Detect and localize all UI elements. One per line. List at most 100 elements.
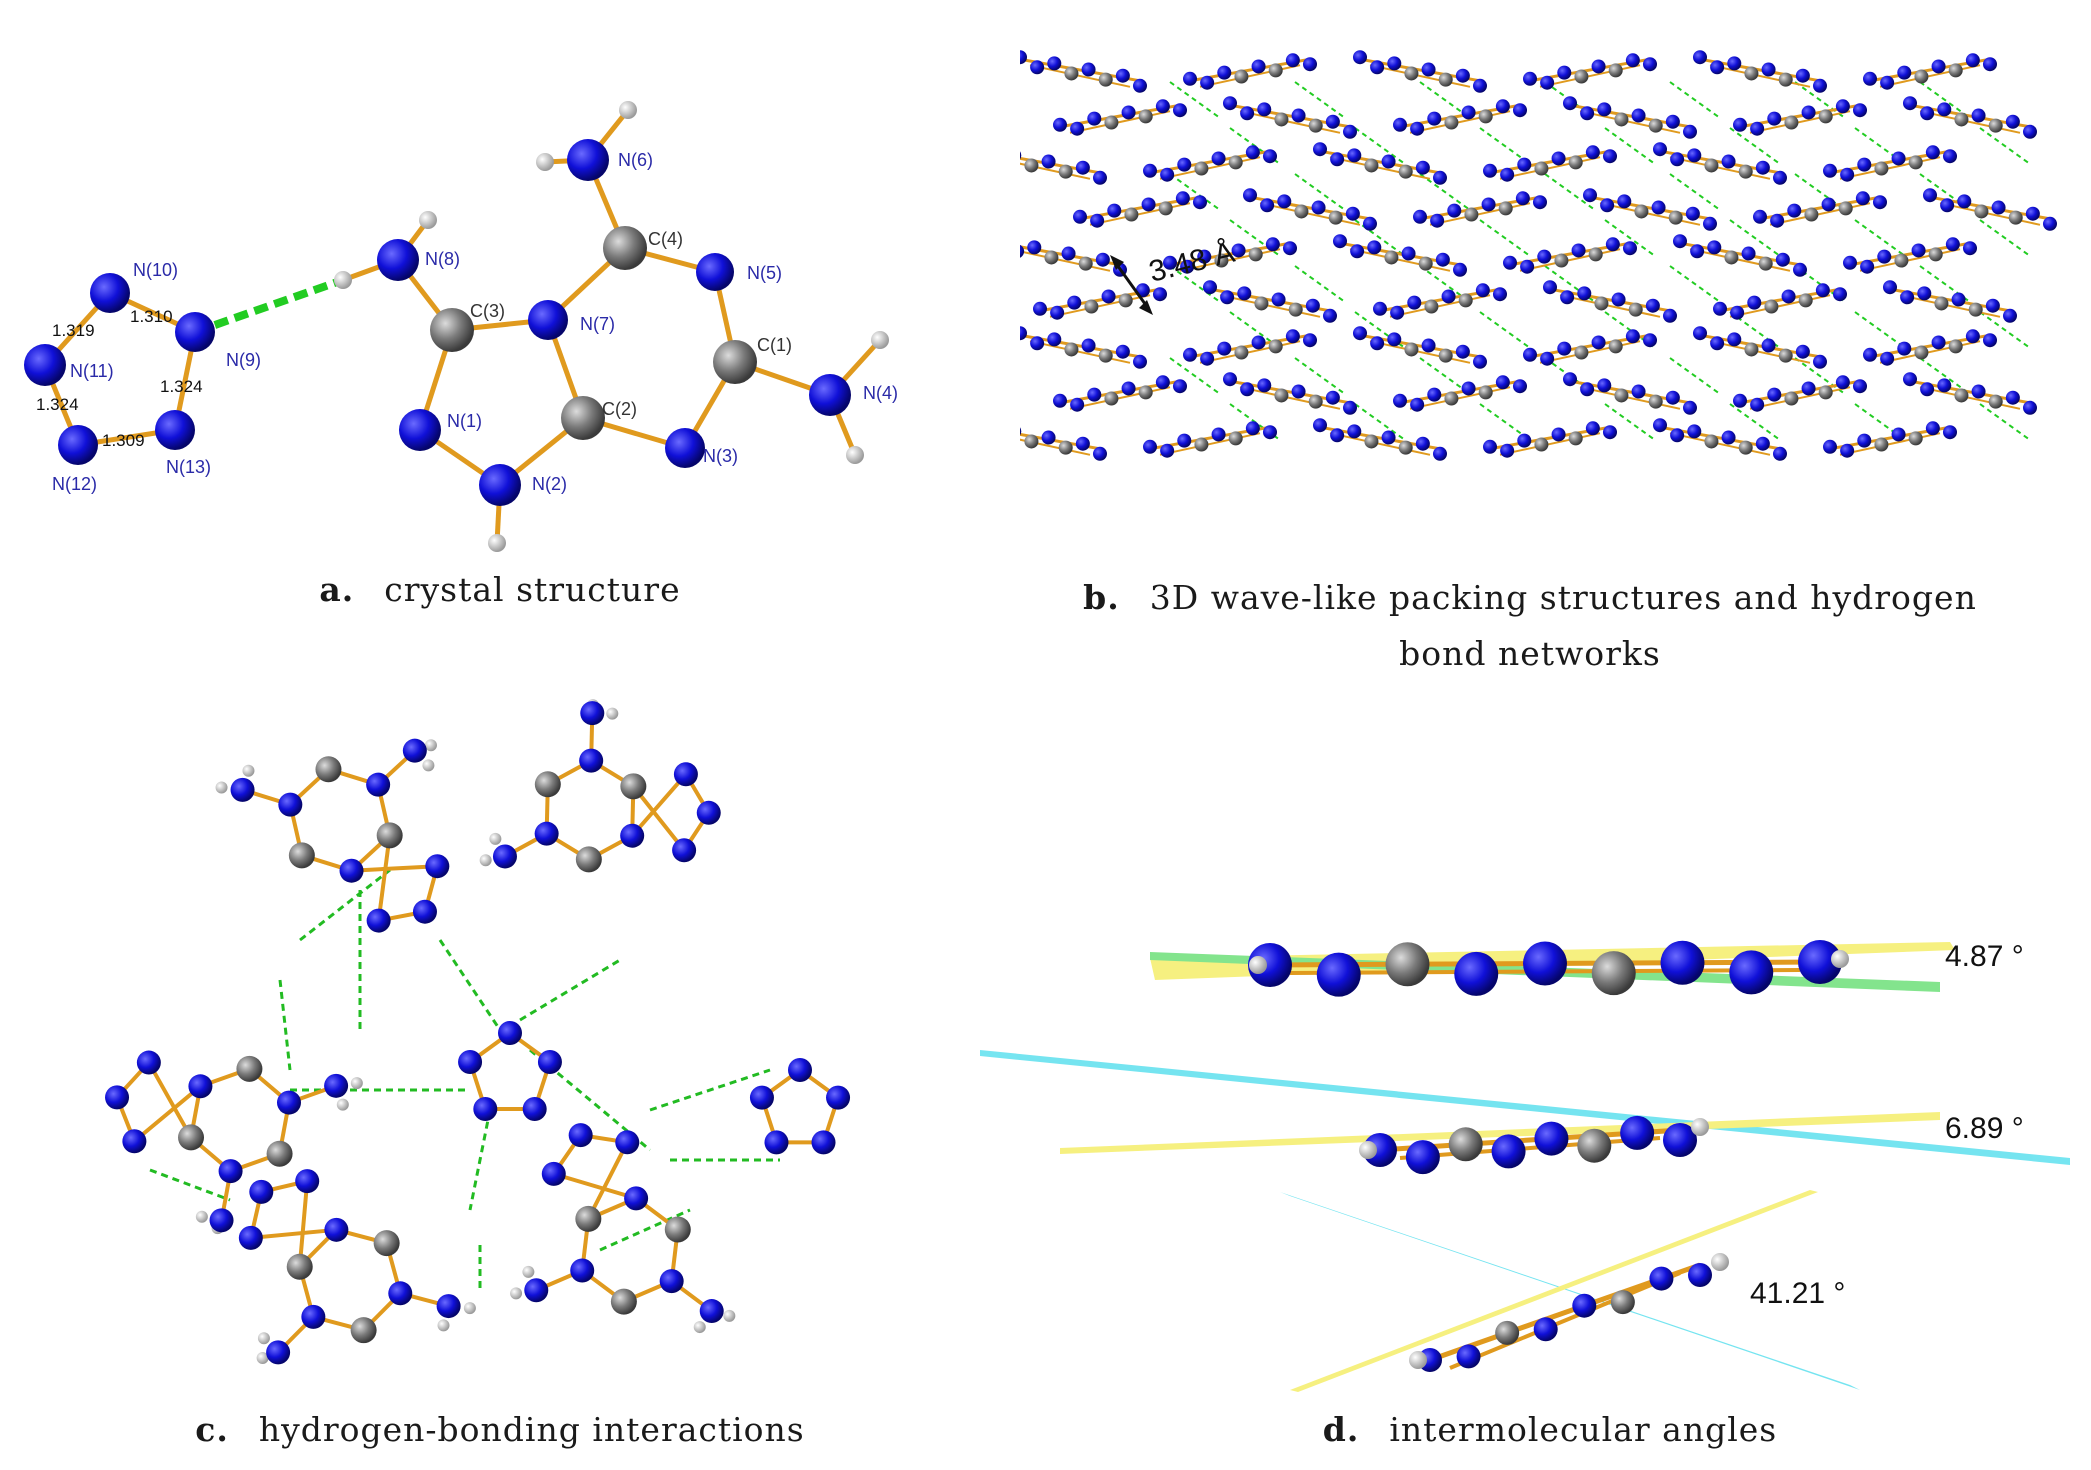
label-n12: N(12) xyxy=(52,474,97,494)
packing-carbon xyxy=(1064,342,1079,357)
packing-nitrogen xyxy=(1571,243,1586,258)
molecule-nitrogen xyxy=(122,1129,147,1154)
packing-carbon xyxy=(1098,72,1113,87)
molecule-hydrogen xyxy=(437,1319,450,1332)
packing-carbon xyxy=(1704,158,1719,173)
packing-carbon xyxy=(1744,66,1759,81)
molecule-bond xyxy=(631,785,686,852)
packing-nitrogen xyxy=(1367,240,1382,255)
atom-h xyxy=(536,153,554,171)
packing-nitrogen xyxy=(1753,209,1767,224)
packing-carbon xyxy=(1608,63,1623,78)
bond-length-n11-n12: 1.324 xyxy=(36,395,79,414)
edge-carbon xyxy=(1577,1128,1612,1163)
packing-nitrogen xyxy=(1343,400,1357,415)
caption-a: a.crystal structure xyxy=(200,570,800,609)
packing-nitrogen xyxy=(1285,329,1300,344)
packing-carbon xyxy=(1044,250,1059,265)
packing-nitrogen xyxy=(1193,195,1207,210)
packing-bond xyxy=(1939,202,2041,226)
caption-b-text-line1: 3D wave-like packing structures and hydr… xyxy=(1149,578,1977,617)
packing-carbon xyxy=(1268,63,1283,78)
packing-bond xyxy=(1879,64,1981,88)
packing-nitrogen xyxy=(1801,381,1816,396)
molecule-nitrogen xyxy=(276,1090,301,1115)
packing-carbon xyxy=(1268,339,1283,354)
packing-bond xyxy=(1409,110,1511,134)
packing-nitrogen xyxy=(1350,244,1365,259)
packing-nitrogen xyxy=(1781,289,1796,304)
bond-length-n9-n13: 1.324 xyxy=(160,377,203,396)
packing-bond xyxy=(1029,340,1131,364)
packing-nitrogen xyxy=(1813,354,1827,369)
packing-nitrogen xyxy=(1897,341,1912,356)
packing-bond xyxy=(1539,64,1641,88)
packing-nitrogen xyxy=(1430,213,1445,228)
packing-bond xyxy=(1409,386,1511,410)
caption-c: c.hydrogen-bonding interactions xyxy=(150,1410,850,1449)
packing-nitrogen xyxy=(1600,198,1615,213)
packing-nitrogen xyxy=(1153,287,1167,302)
packing-hbond xyxy=(1854,311,1906,349)
packing-carbon xyxy=(1464,207,1479,222)
packing-bond xyxy=(1749,110,1851,134)
packing-carbon xyxy=(1478,385,1493,400)
packing-hbond xyxy=(1169,81,1221,119)
molecule-nitrogen xyxy=(209,1208,234,1233)
packing-bond xyxy=(1329,156,1431,180)
packing-carbon xyxy=(1954,388,1969,403)
packing-nitrogen xyxy=(1257,378,1272,393)
packing-nitrogen xyxy=(1540,75,1555,90)
packing-nitrogen xyxy=(1265,237,1280,252)
packing-carbon xyxy=(1424,299,1439,314)
molecule-nitrogen xyxy=(105,1085,130,1110)
packing-nitrogen xyxy=(1453,262,1467,277)
packing-nitrogen xyxy=(1133,78,1147,93)
packing-nitrogen xyxy=(1410,121,1425,136)
packing-bond xyxy=(1259,202,1361,226)
packing-nitrogen xyxy=(1175,191,1190,206)
packing-nitrogen xyxy=(1433,170,1447,185)
packing-carbon xyxy=(1974,204,1989,219)
packing-carbon xyxy=(1234,345,1249,360)
packing-nitrogen xyxy=(1840,443,1855,458)
packing-nitrogen xyxy=(1325,114,1340,129)
packing-nitrogen xyxy=(1381,430,1396,445)
packing-nitrogen xyxy=(1983,333,1997,348)
packing-nitrogen xyxy=(1585,421,1600,436)
packing-carbon xyxy=(1384,250,1399,265)
packing-nitrogen xyxy=(1823,163,1837,178)
packing-nitrogen xyxy=(1133,354,1147,369)
packing-hbond xyxy=(1794,81,1846,119)
molecule-hydrogen xyxy=(424,739,437,752)
packing-nitrogen xyxy=(1345,206,1360,221)
packing-nitrogen xyxy=(1923,188,1937,203)
packing-nitrogen xyxy=(2005,114,2020,129)
packing-nitrogen xyxy=(1075,436,1090,451)
packing-carbon xyxy=(1228,155,1243,170)
packing-carbon xyxy=(1438,72,1453,87)
packing-nitrogen xyxy=(1115,344,1130,359)
packing-nitrogen xyxy=(1925,421,1940,436)
atom-n10 xyxy=(90,273,130,313)
packing-nitrogen xyxy=(1693,326,1707,341)
packing-nitrogen xyxy=(1291,108,1306,123)
packing-nitrogen xyxy=(1053,117,1067,132)
molecule-nitrogen xyxy=(568,1123,593,1148)
packing-bond xyxy=(1429,202,1531,226)
packing-nitrogen xyxy=(1163,255,1177,270)
atom-n13 xyxy=(155,410,195,450)
packing-nitrogen xyxy=(1773,446,1787,461)
packing-hbond xyxy=(1419,173,1471,211)
packing-nitrogen xyxy=(1180,259,1195,274)
hydrogen-bond-line xyxy=(599,1208,691,1252)
packing-carbon xyxy=(1704,434,1719,449)
edge-bond xyxy=(1449,1271,1681,1370)
molecule-nitrogen xyxy=(295,1169,320,1194)
molecule-hydrogen xyxy=(522,1265,535,1278)
packing-nitrogen xyxy=(1533,195,1547,210)
packing-hbond xyxy=(1669,81,1721,119)
packing-nitrogen xyxy=(1917,286,1932,301)
packing-nitrogen xyxy=(1877,249,1892,264)
packing-nitrogen xyxy=(1413,209,1427,224)
